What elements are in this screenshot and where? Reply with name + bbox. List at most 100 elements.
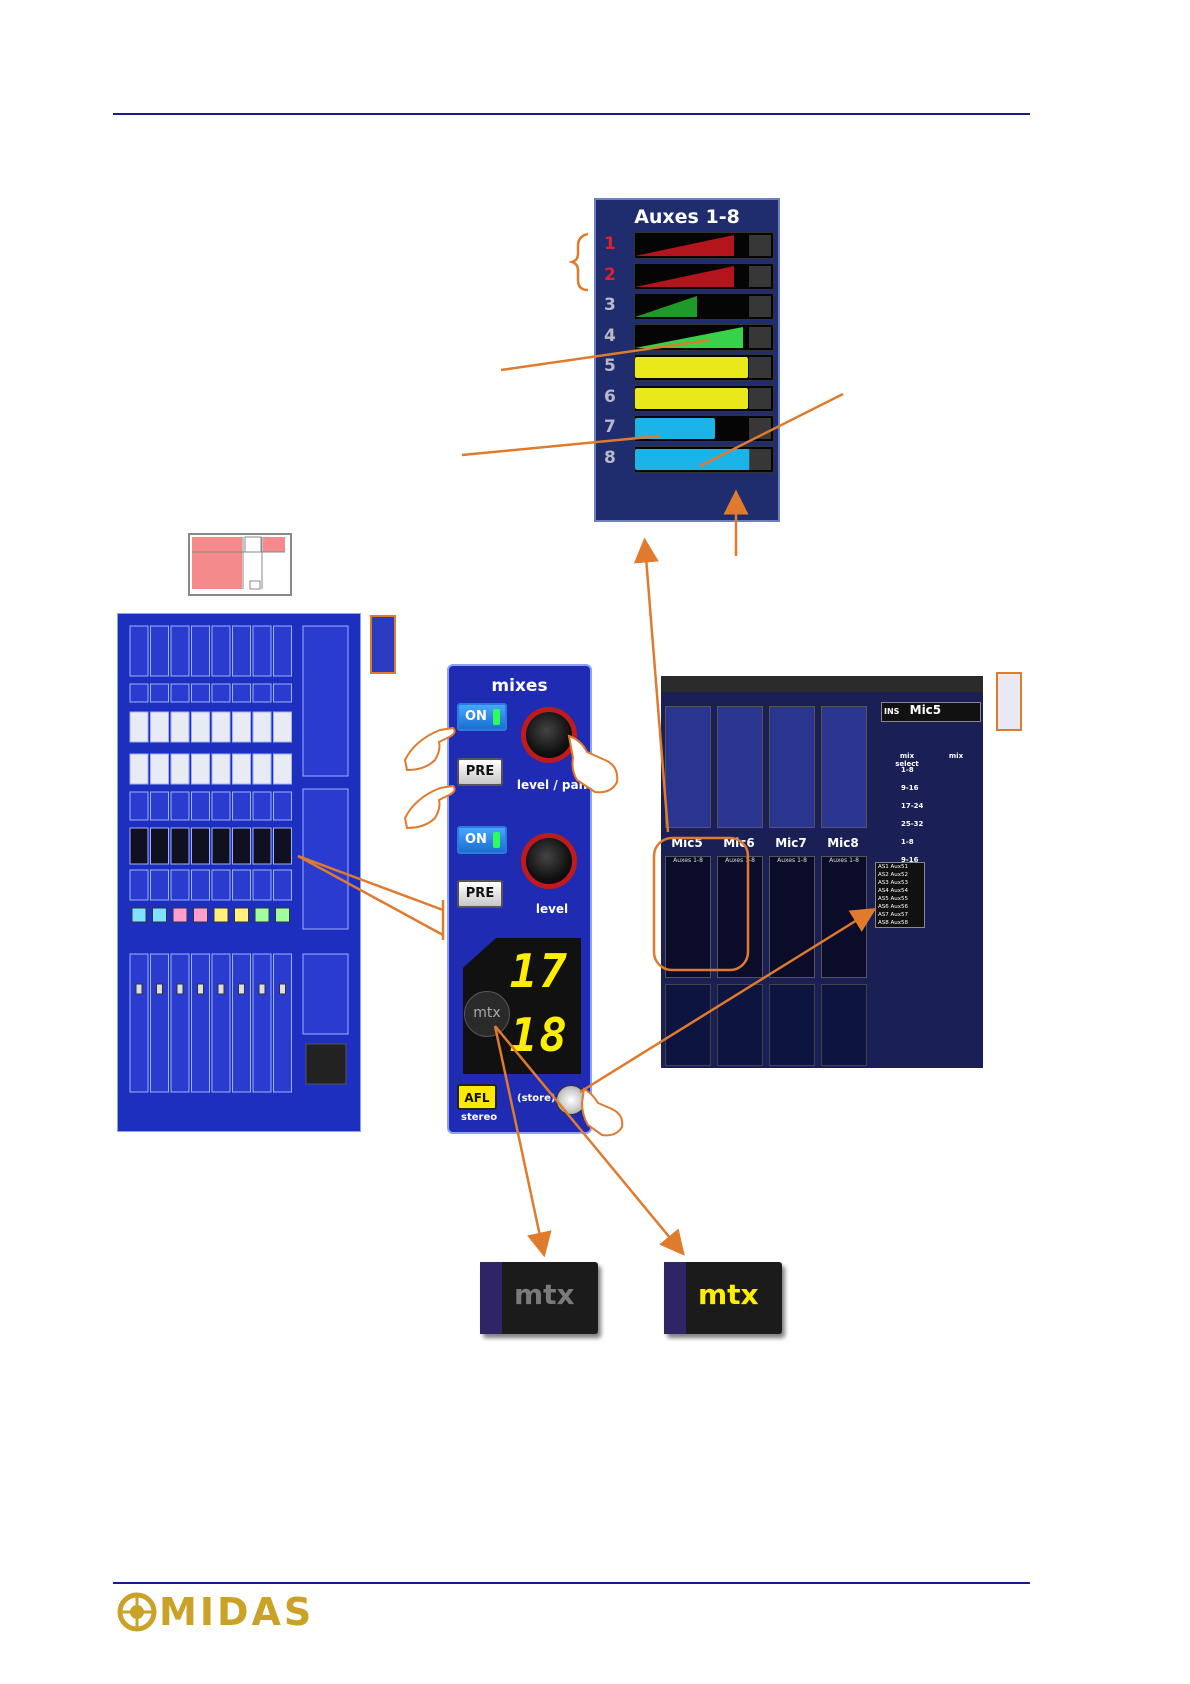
gui-aux-meter-title: Auxes 1-8: [673, 857, 703, 864]
level-pan-knob[interactable]: [526, 712, 572, 758]
gui-channel-name-box: INS Mic5: [881, 702, 981, 722]
console-knob-block: [170, 683, 190, 703]
console-knob-block: [252, 791, 272, 821]
level-knob[interactable]: [526, 838, 572, 884]
gui-aux-meter-title: Auxes 1-8: [777, 857, 807, 864]
console-meter-strip: [150, 625, 169, 677]
console-select-button: [172, 907, 188, 923]
console-select-button: [254, 907, 270, 923]
ins-label: INS: [884, 707, 900, 716]
console-eq-block: [150, 711, 169, 743]
aux-pan-segment: [749, 387, 771, 409]
mtx-off-label: mtx: [514, 1278, 575, 1311]
console-screen-block: [191, 827, 210, 865]
aux-list-item[interactable]: AS3 Aux53: [878, 880, 909, 886]
aux-pan-segment: [749, 418, 771, 439]
pointing-hands-icon: [403, 726, 456, 830]
gui-channel-label[interactable]: Mic5: [671, 836, 703, 850]
console-knob-block: [129, 791, 149, 821]
gui-channel-label[interactable]: Mic8: [827, 836, 859, 850]
aux-pan-segment: [749, 235, 771, 256]
console-eq-block: [232, 711, 251, 743]
mix-title: mix: [948, 752, 964, 760]
console-screen-block: [252, 827, 272, 865]
gui-fader-area: [717, 984, 763, 1066]
console-mix-block: [170, 869, 190, 901]
console-eq-block: [211, 711, 231, 743]
console-dyn-block: [273, 753, 292, 785]
mix-range-item[interactable]: 1-8: [901, 838, 914, 846]
gui-channel-controls: [821, 706, 867, 828]
mix1-on-button[interactable]: ON: [457, 703, 507, 731]
console-eq-block: [273, 711, 292, 743]
console-mixes-section: [302, 788, 349, 930]
aux-meter-track: [634, 262, 774, 290]
aux-pan-segment: [749, 296, 771, 317]
mtx-button[interactable]: mtx: [464, 991, 510, 1037]
mtx-off-state: mtx: [480, 1262, 598, 1334]
console-meter-strip: [211, 625, 231, 677]
aux-meter-row: 5: [604, 354, 774, 381]
aux-list-item[interactable]: AS5 Aux55: [878, 896, 909, 902]
console-fader-strip: [232, 953, 251, 1093]
console-fader-strip: [211, 953, 231, 1093]
mix-range-item[interactable]: 9-16: [901, 856, 919, 864]
aux-pan-segment: [749, 265, 771, 287]
console-meter-strip: [170, 625, 190, 677]
console-mix-block: [191, 869, 210, 901]
console-meter-strip: [232, 625, 251, 677]
console-select-button: [193, 907, 208, 923]
mix-range-item[interactable]: 9-16: [901, 784, 919, 792]
console-mix-block: [252, 869, 272, 901]
aux-level-fill: [635, 387, 748, 409]
aux-list-item[interactable]: AS7 Aux57: [878, 912, 909, 918]
aux-level-fill: [635, 296, 697, 317]
aux-level-fill: [635, 265, 734, 287]
afl-button[interactable]: AFL: [457, 1084, 497, 1110]
gui-channel-label[interactable]: Mic7: [775, 836, 807, 850]
console-knob-block: [211, 683, 231, 703]
on-led-icon: [493, 709, 500, 725]
aux-list-item[interactable]: AS8 Aux58: [878, 920, 909, 926]
aux-list-item[interactable]: AS6 Aux56: [878, 904, 909, 910]
mix2-on-button[interactable]: ON: [457, 826, 507, 854]
console-dyn-block: [232, 753, 251, 785]
aux-list-item[interactable]: AS4 Aux54: [878, 888, 909, 894]
mix2-pre-button[interactable]: PRE: [457, 880, 503, 908]
aux-meter-track: [634, 384, 774, 412]
mix-range-item[interactable]: 25-32: [901, 820, 924, 828]
aux-list-item[interactable]: AS2 Aux52: [878, 872, 909, 878]
aux-meter-track: [634, 354, 774, 381]
console-master-section: [302, 625, 349, 777]
gui-channel-controls: [665, 706, 711, 828]
console-screen-block: [150, 827, 169, 865]
console-fader-cap: [156, 983, 163, 995]
gui-top-bar: [661, 676, 983, 692]
mini-gui-icon: [996, 672, 1022, 731]
mix-range-item[interactable]: 1-8: [901, 766, 914, 774]
console-dyn-block: [211, 753, 231, 785]
console-mix-block: [129, 869, 149, 901]
aux-meter-track: [634, 415, 774, 442]
display-bottom-digits: 18: [509, 1008, 569, 1062]
aux-level-fill: [635, 418, 715, 439]
mix1-pre-button[interactable]: PRE: [457, 758, 503, 786]
console-fader-cap: [197, 983, 204, 995]
mix-select-title: mix select: [895, 752, 919, 768]
aux-list-item[interactable]: AS1 Aux51: [878, 864, 909, 870]
surface-map-graphic: [192, 536, 285, 590]
aux-number: 6: [604, 386, 616, 407]
console-fader-strip: [150, 953, 169, 1093]
mix-range-item[interactable]: 17-24: [901, 802, 924, 810]
gui-aux-meter: Auxes 1-8: [717, 856, 763, 978]
gui-channel-label[interactable]: Mic6: [723, 836, 755, 850]
console-meter-strip: [191, 625, 210, 677]
aux-number: 1: [604, 234, 616, 254]
console-knob-block: [232, 791, 251, 821]
aux-pan-segment: [749, 326, 771, 348]
footer-rule: [113, 1582, 1030, 1584]
aux-level-fill: [635, 448, 750, 470]
aux-number: 5: [604, 356, 616, 376]
console-dyn-block: [191, 753, 210, 785]
